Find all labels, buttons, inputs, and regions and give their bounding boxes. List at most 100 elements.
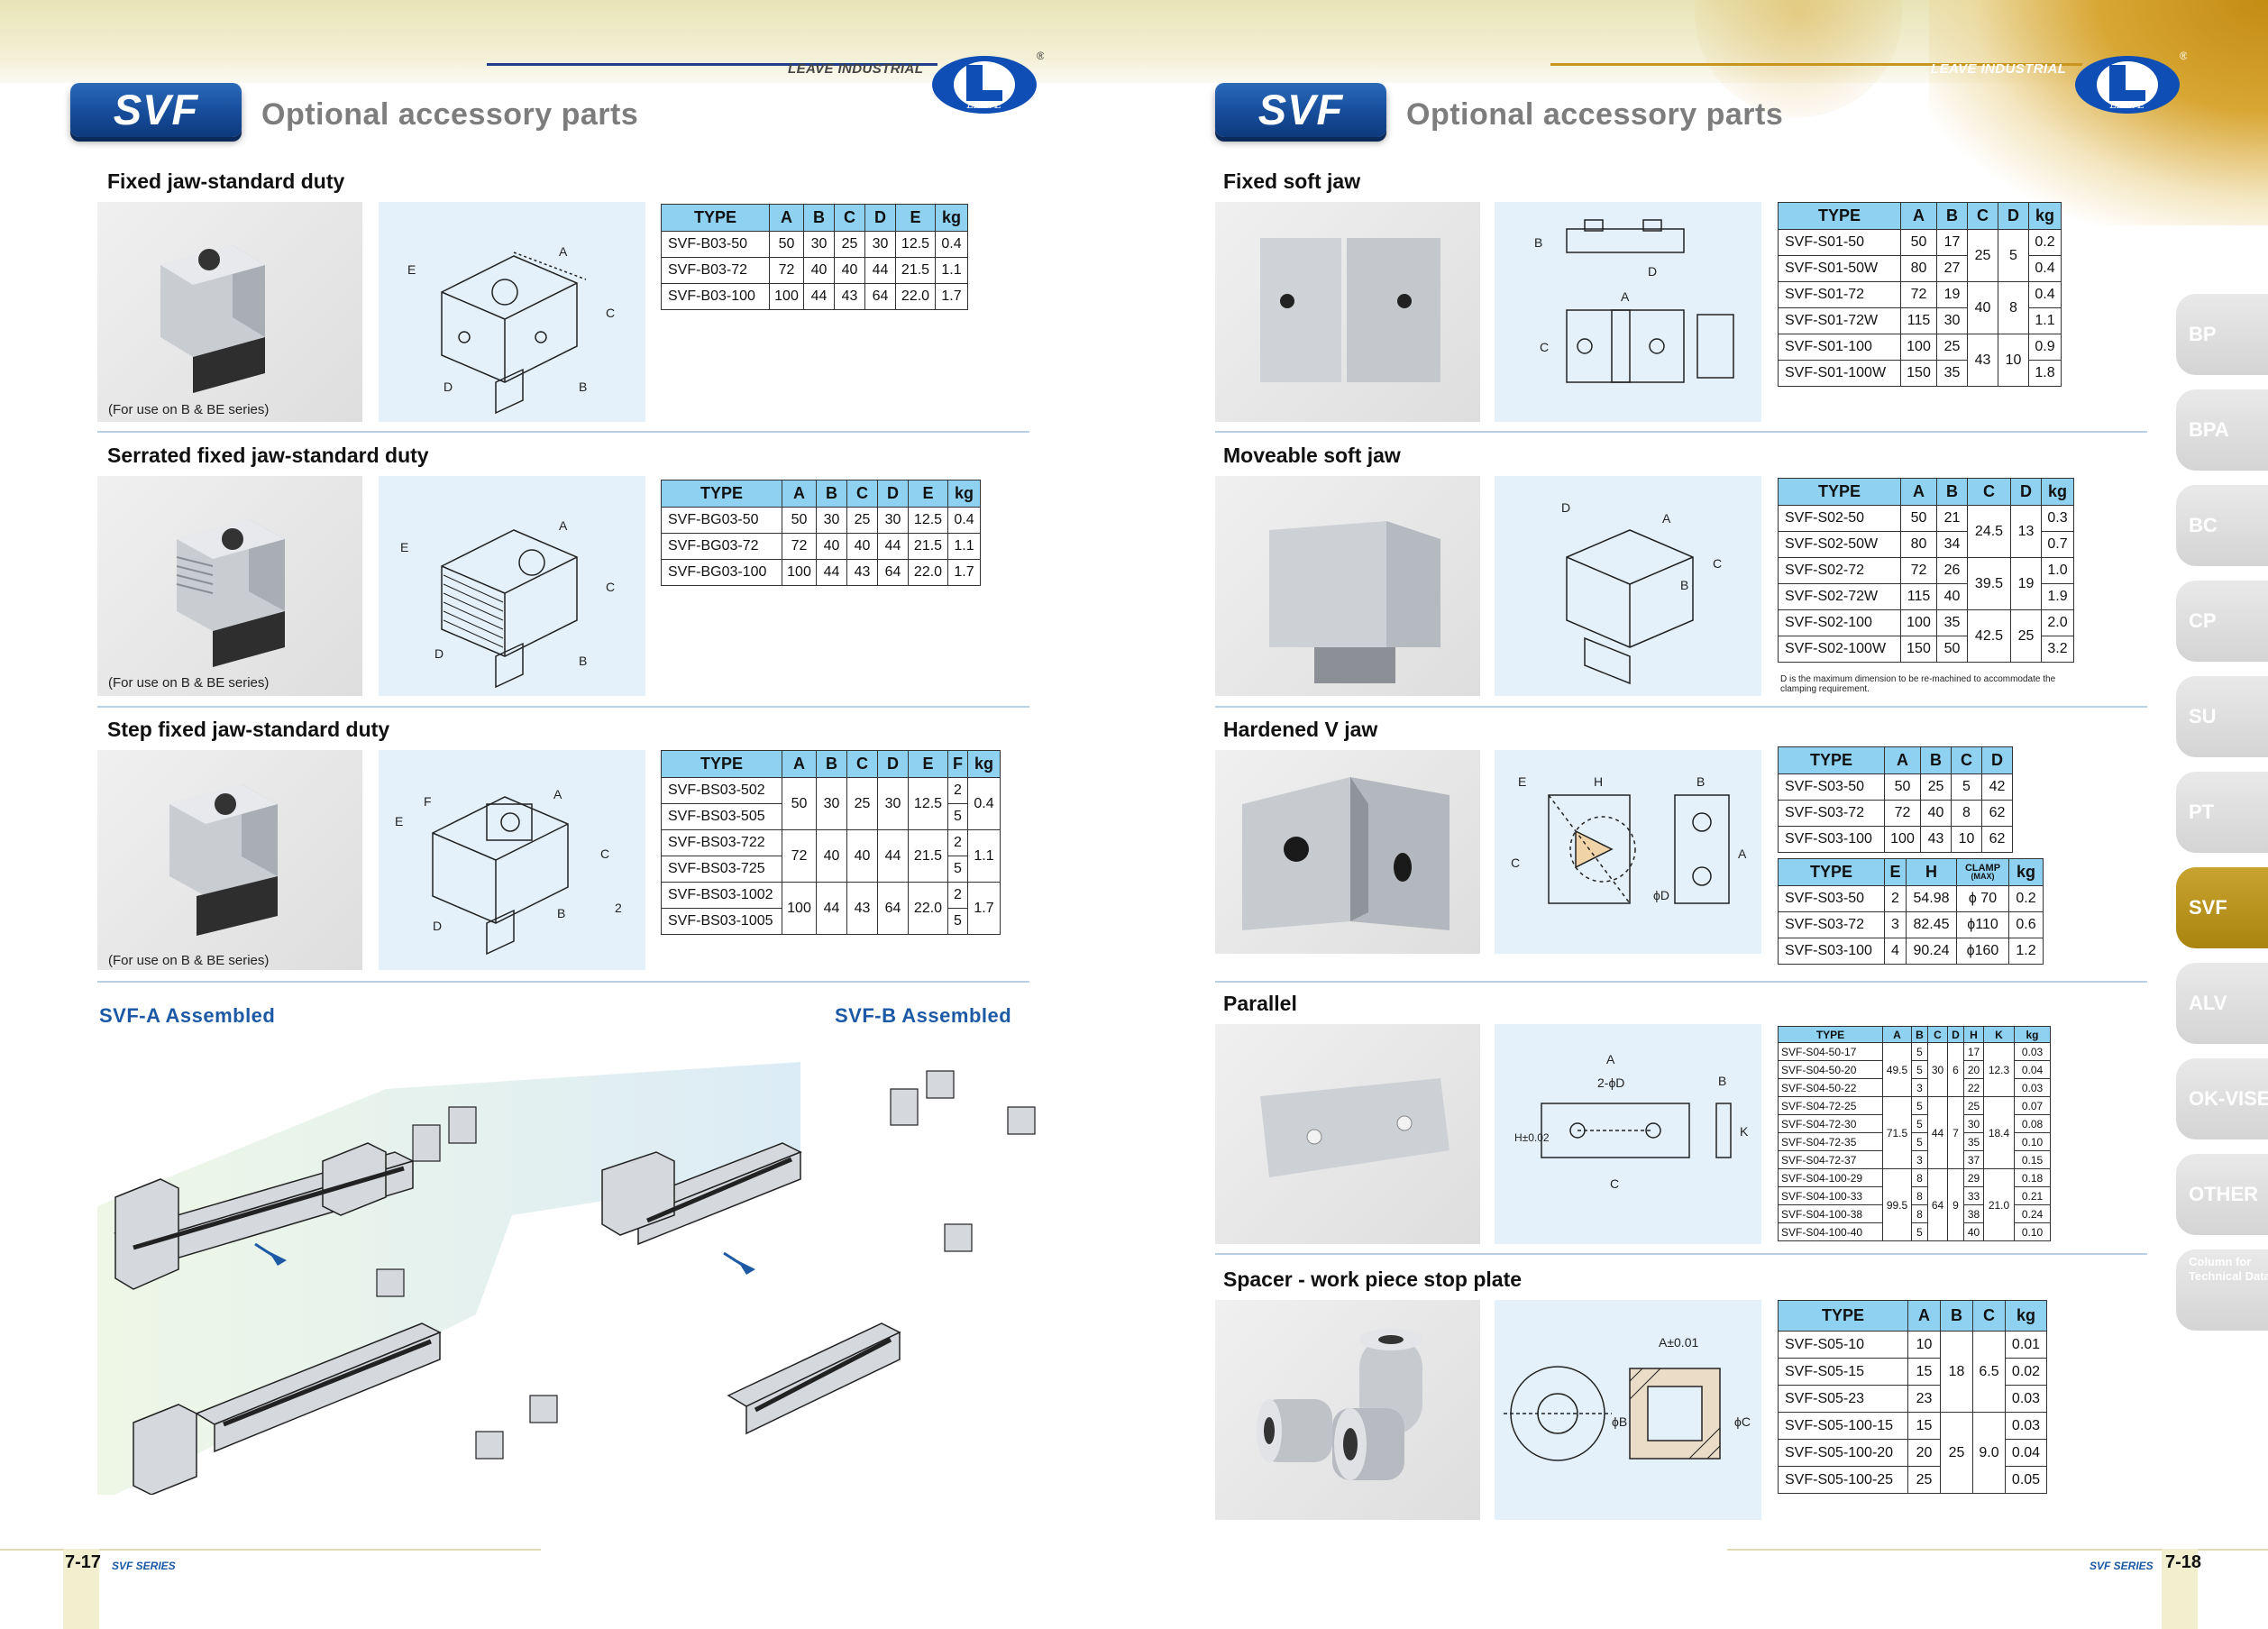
product-photo [1215, 750, 1480, 954]
svg-text:ϕB: ϕB [1612, 1414, 1627, 1429]
column-header: kg [947, 480, 981, 508]
tab-bp[interactable]: BP [2176, 294, 2268, 375]
tab-other[interactable]: OTHER [2176, 1154, 2268, 1235]
column-header: kg [967, 750, 1001, 778]
column-header: K [1983, 1026, 2015, 1043]
svg-text:H±0.02: H±0.02 [1514, 1131, 1550, 1144]
svg-text:B: B [1680, 578, 1688, 592]
column-header: kg [935, 204, 968, 232]
series-badge: SVF [70, 83, 242, 137]
footer-bar [63, 1549, 99, 1629]
column-header: F [947, 750, 968, 778]
assembled-a-title: SVF-A Assembled [99, 1004, 276, 1027]
column-header: B [1911, 1026, 1928, 1043]
column-header: TYPE [1778, 746, 1885, 774]
technical-drawing: A±0.01 ϕB ϕC [1495, 1300, 1761, 1520]
tab-svf[interactable]: SVF [2176, 867, 2268, 948]
brand-name: LEAVE INDUSTRIAL [1931, 61, 2067, 77]
column-header: B [803, 204, 835, 232]
column-header: H [1963, 1026, 1984, 1043]
column-header: B [1920, 746, 1952, 774]
svg-text:2: 2 [615, 901, 622, 915]
technical-drawing: D A C B [1495, 476, 1761, 696]
svg-text:B: B [557, 906, 565, 920]
product-photo [1215, 1024, 1480, 1244]
tab-technical-data[interactable]: Column for Technical Data [2176, 1249, 2268, 1331]
svg-text:A: A [1621, 289, 1630, 304]
tab-ok-vise[interactable]: OK-VISE [2176, 1058, 2268, 1139]
tab-pt[interactable]: PT [2176, 772, 2268, 853]
assembled-b-title: SVF-B Assembled [835, 1004, 1012, 1027]
compatibility-note: (For use on B & BE series) [108, 675, 270, 691]
svg-text:®: ® [1037, 50, 1044, 62]
column-header: D [877, 750, 909, 778]
section-divider [1215, 1253, 2147, 1255]
header-rule [487, 63, 937, 66]
tab-bpa[interactable]: BPA [2176, 389, 2268, 471]
svg-text:B: B [1696, 774, 1705, 789]
section-title: Serrated fixed jaw-standard duty [107, 444, 429, 467]
section-divider [97, 431, 1029, 433]
svg-text:E: E [400, 540, 408, 554]
tab-bc[interactable]: BC [2176, 485, 2268, 566]
svg-text:A: A [553, 787, 562, 801]
column-header: TYPE [1778, 202, 1901, 230]
column-header: A [1907, 1300, 1941, 1332]
column-header: D [1998, 202, 2029, 230]
technical-drawing: A 2-ϕD B C H±0.02 K [1495, 1024, 1761, 1244]
column-header: C [1951, 746, 1982, 774]
column-header: E [1884, 858, 1907, 886]
product-photo [1215, 1300, 1480, 1520]
column-header: D [1947, 1026, 1964, 1043]
page-number: 7-17 [65, 1552, 102, 1572]
svg-text:A±0.01: A±0.01 [1659, 1335, 1698, 1350]
column-header: B [1936, 202, 1968, 230]
column-header: TYPE [1778, 1026, 1883, 1043]
column-header: TYPE [661, 480, 782, 508]
column-header: kg [2041, 478, 2074, 506]
column-header: kg [2005, 1300, 2047, 1332]
svg-text:A: A [1606, 1052, 1615, 1066]
svg-text:A: A [1738, 847, 1747, 861]
column-header: TYPE [661, 750, 782, 778]
footer-rule [0, 1549, 541, 1551]
tab-su[interactable]: SU [2176, 676, 2268, 757]
tab-cp[interactable]: CP [2176, 581, 2268, 662]
technical-drawing: A C B D E [379, 476, 645, 696]
compatibility-note: (For use on B & BE series) [108, 953, 270, 968]
svg-text:D: D [444, 380, 453, 394]
column-header: D [1981, 746, 2013, 774]
section-title: Spacer - work piece stop plate [1223, 1268, 1523, 1291]
column-header: kg [2028, 202, 2062, 230]
footer-bar [2162, 1549, 2198, 1629]
series-label: SVF SERIES [2090, 1560, 2154, 1572]
column-header: TYPE [1778, 478, 1901, 506]
tab-alv[interactable]: ALV [2176, 963, 2268, 1044]
